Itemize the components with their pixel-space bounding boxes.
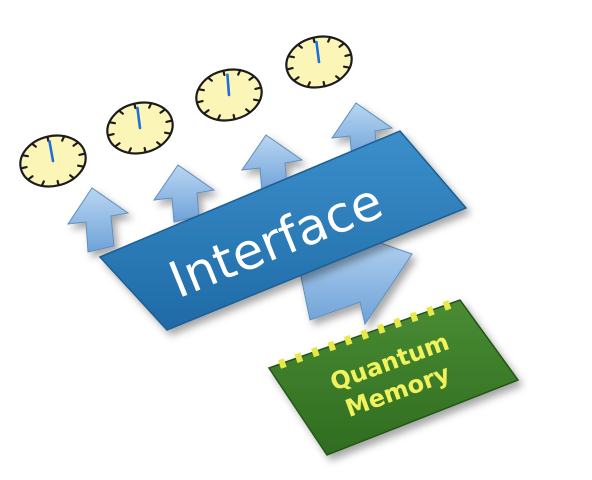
clock-2-icon xyxy=(106,101,174,155)
memory-pin xyxy=(310,346,320,358)
up-arrow-1-icon xyxy=(66,187,130,253)
clock-tick xyxy=(196,99,204,104)
memory-pin xyxy=(409,311,419,323)
memory-pin xyxy=(376,323,386,334)
clock-tick xyxy=(254,86,262,91)
clock-tick xyxy=(197,88,205,92)
clock-tick xyxy=(252,98,261,102)
clock-tick xyxy=(216,114,221,121)
clock-tick xyxy=(72,141,79,147)
memory-pin xyxy=(442,300,452,311)
clock-tick xyxy=(342,65,351,69)
clock-tick xyxy=(56,179,60,186)
clock-tick xyxy=(118,109,124,115)
clock-tick xyxy=(322,80,326,87)
clock-tick xyxy=(232,113,236,120)
quantum-memory-chip: Quantum Memory xyxy=(267,299,520,456)
memory-pin xyxy=(278,358,287,369)
clock-tick xyxy=(76,164,85,168)
clock-tick xyxy=(133,103,137,110)
clock-tick xyxy=(297,43,303,49)
clock-tick xyxy=(20,165,28,170)
clock-tick xyxy=(338,42,345,48)
clock-tick xyxy=(344,53,352,58)
clock-tick xyxy=(46,136,50,143)
clock-tick xyxy=(27,175,34,181)
memory-pin xyxy=(360,329,369,340)
clock-tick xyxy=(237,69,242,76)
clock-tick xyxy=(31,142,37,148)
clock-tick xyxy=(286,66,294,71)
clock-tick xyxy=(165,119,173,124)
clock-tick xyxy=(163,131,172,135)
clock-tick xyxy=(107,132,115,137)
clock-3-icon xyxy=(195,68,263,122)
clock-tick xyxy=(69,174,75,180)
memory-pin xyxy=(426,305,435,317)
clock-tick xyxy=(21,154,29,158)
memory-pin xyxy=(327,340,337,352)
clock-1-icon xyxy=(19,134,87,188)
memory-pin xyxy=(294,352,304,364)
clock-tick xyxy=(207,76,213,82)
clock-tick xyxy=(327,36,332,43)
clock-tick xyxy=(40,180,45,187)
clock-tick xyxy=(222,70,226,77)
clock-tick xyxy=(245,108,251,114)
memory-pin xyxy=(343,335,353,346)
clock-tick xyxy=(148,102,153,109)
clock-tick xyxy=(248,75,255,81)
clock-tick xyxy=(127,147,132,154)
clock-tick xyxy=(312,37,316,44)
up-arrow-2-icon xyxy=(152,164,216,223)
memory-pins xyxy=(278,300,452,369)
clock-tick xyxy=(293,76,300,82)
clock-4-icon xyxy=(285,35,353,89)
clock-tick xyxy=(61,135,66,142)
clock-tick xyxy=(287,55,295,59)
clock-tick xyxy=(306,81,311,88)
clock-tick xyxy=(159,108,166,114)
clock-tick xyxy=(78,152,86,157)
clock-tick xyxy=(156,141,162,147)
clock-tick xyxy=(114,142,121,148)
clock-tick xyxy=(335,75,341,81)
clock-tick xyxy=(143,146,147,153)
clock-tick xyxy=(203,109,210,115)
memory-pin xyxy=(393,317,402,329)
clock-tick xyxy=(108,121,116,125)
